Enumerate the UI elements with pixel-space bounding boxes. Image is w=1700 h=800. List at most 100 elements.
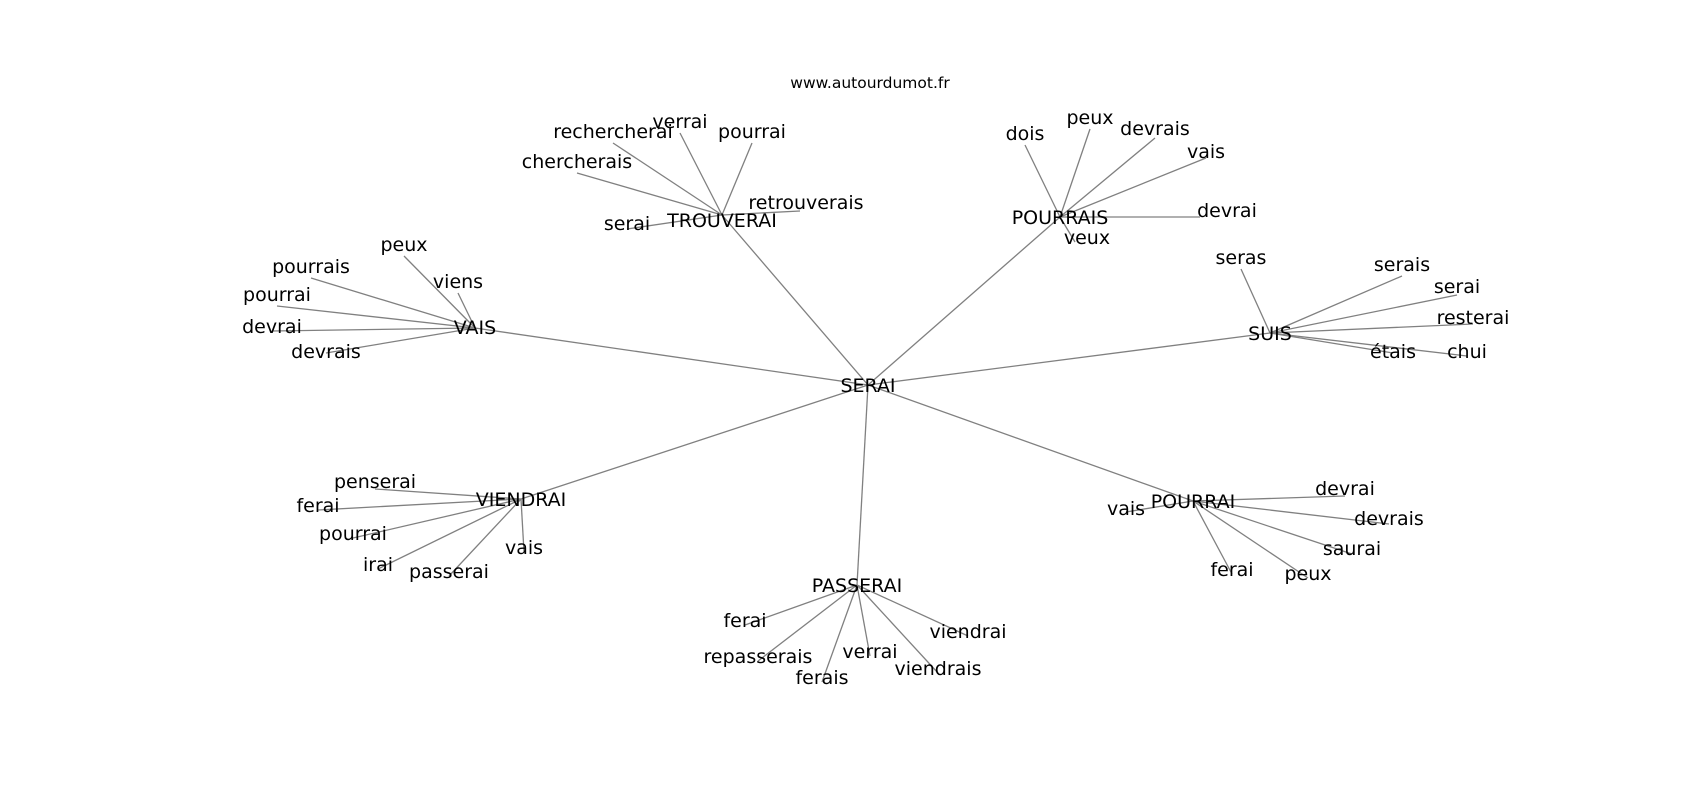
edge-vais-leaf [276,305,476,329]
leaf-node-label: devrais [291,341,361,363]
leaf-node-label: dois [1006,123,1045,145]
leaf-node-label: viendrais [895,658,982,680]
leaf-node-label: peux [1066,107,1113,129]
leaf-node-label: resterai [1437,307,1510,329]
edge-viendrai-leaf [374,488,522,500]
edge-viendrai-leaf [317,498,522,511]
leaf-node-label: irai [363,554,393,576]
edge-pourrai-leaf [1192,500,1233,575]
edge-root-to-vais [474,327,869,386]
leaf-node-label: retrouverais [748,192,863,214]
edge-trouverai-leaf [679,132,723,216]
edge-suis-leaf [1269,332,1468,357]
edge-passerai-leaf [744,584,858,626]
edge-suis-leaf [1269,323,1474,334]
graph-labels: SERAI TROUVERAI verrai pourrai rechercherai… [242,107,1509,689]
root-node-label: SERAI [840,375,895,397]
edge-pourrai-leaf [1192,500,1353,555]
edge-pourrai-leaf [1125,500,1194,513]
leaf-node-label: vais [505,537,543,559]
edge-passerai-leaf [757,584,858,662]
branch-node-label: PASSERAI [812,575,902,597]
leaf-node-label: viendrai [929,621,1006,643]
branch-node-label: VIENDRAI [476,489,566,511]
edge-pourrai-leaf [1192,495,1346,502]
edge-pourrais-leaf [1059,157,1207,218]
edge-suis-leaf [1269,275,1403,334]
edge-root-to-passerai [856,384,869,586]
edge-passerai-leaf [856,584,871,657]
leaf-node-label: seras [1216,247,1267,269]
edge-trouverai-leaf [576,172,723,216]
edge-vais-leaf [310,277,476,329]
edge-trouverai-leaf [721,210,801,216]
edge-vais-leaf [403,255,476,329]
leaf-node-label: devrais [1354,508,1424,530]
edge-viendrai-leaf [377,498,522,570]
leaf-node-label: pourrai [319,523,387,545]
branch-node-label: SUIS [1248,323,1292,345]
leaf-node-label: peux [380,234,427,256]
leaf-node-label: rechercherai [553,121,673,143]
branch-node-label: TROUVERAI [666,210,777,232]
leaf-node-label: verrai [652,111,707,133]
leaf-node-label: ferai [296,495,339,517]
edge-suis-leaf [1240,268,1271,334]
edge-vais-leaf [325,327,476,354]
leaf-node-label: vais [1107,498,1145,520]
edge-passerai-leaf [856,584,939,674]
edge-pourrais-leaf [1059,216,1076,243]
leaf-node-label: serais [1374,254,1430,276]
edge-root-to-viendrai [520,384,869,500]
leaf-node-label: pourrais [272,256,350,278]
leaf-node-label: pourrai [243,284,311,306]
leaf-node-label: passerai [409,561,489,583]
edge-trouverai-leaf [721,142,753,216]
branch-node-label: POURRAI [1151,491,1236,513]
branch-node-label: VAIS [454,317,496,339]
leaf-node-label: peux [1284,563,1331,585]
leaf-node-label: devrais [1120,118,1190,140]
edge-root-to-trouverai [721,214,869,386]
leaf-node-label: ferai [723,610,766,632]
edge-passerai-leaf [821,584,858,683]
leaf-node-label: devrai [242,316,302,338]
leaf-node-label: chercherais [522,151,632,173]
leaf-node-label: devrai [1315,478,1375,500]
leaf-node-label: penserai [334,471,416,493]
edge-viendrai-leaf [448,498,522,577]
leaf-node-label: devrai [1197,200,1257,222]
edge-pourrai-leaf [1192,500,1390,525]
leaf-node-label: étais [1370,341,1416,363]
leaf-node-label: serai [1434,276,1480,298]
edge-trouverai-leaf [626,214,723,230]
edge-vais-leaf [271,327,476,332]
edge-viendrai-leaf [520,498,525,553]
leaf-node-label: ferai [1210,559,1253,581]
leaf-node-label: verrai [842,641,897,663]
edge-suis-leaf [1269,294,1458,334]
edge-pourrais-leaf [1059,137,1156,218]
leaf-node-label: vais [1187,141,1225,163]
leaf-node-label: saurai [1323,538,1381,560]
edge-root-to-pourrai [867,384,1194,502]
leaf-node-label: veux [1064,227,1110,249]
leaf-node-label: viens [433,271,483,293]
leaf-node-label: serai [604,213,650,235]
leaf-node-label: pourrai [718,121,786,143]
site-label: www.autourdumot.fr [790,74,950,92]
leaf-node-label: chui [1447,341,1487,363]
edge-root-to-pourrais [867,216,1061,386]
edge-passerai-leaf [856,584,969,637]
leaf-node-label: repasserais [704,646,813,668]
branch-node-label: POURRAIS [1012,207,1109,229]
edge-root-to-suis [867,332,1271,386]
edge-suis-leaf [1269,332,1394,354]
edge-pourrais-leaf [1059,128,1091,218]
edge-pourrais-leaf [1024,144,1061,218]
edge-vais-leaf [457,292,476,329]
edge-viendrai-leaf [352,498,522,539]
graph-edges [271,128,1474,683]
leaf-node-label: ferais [795,667,848,689]
